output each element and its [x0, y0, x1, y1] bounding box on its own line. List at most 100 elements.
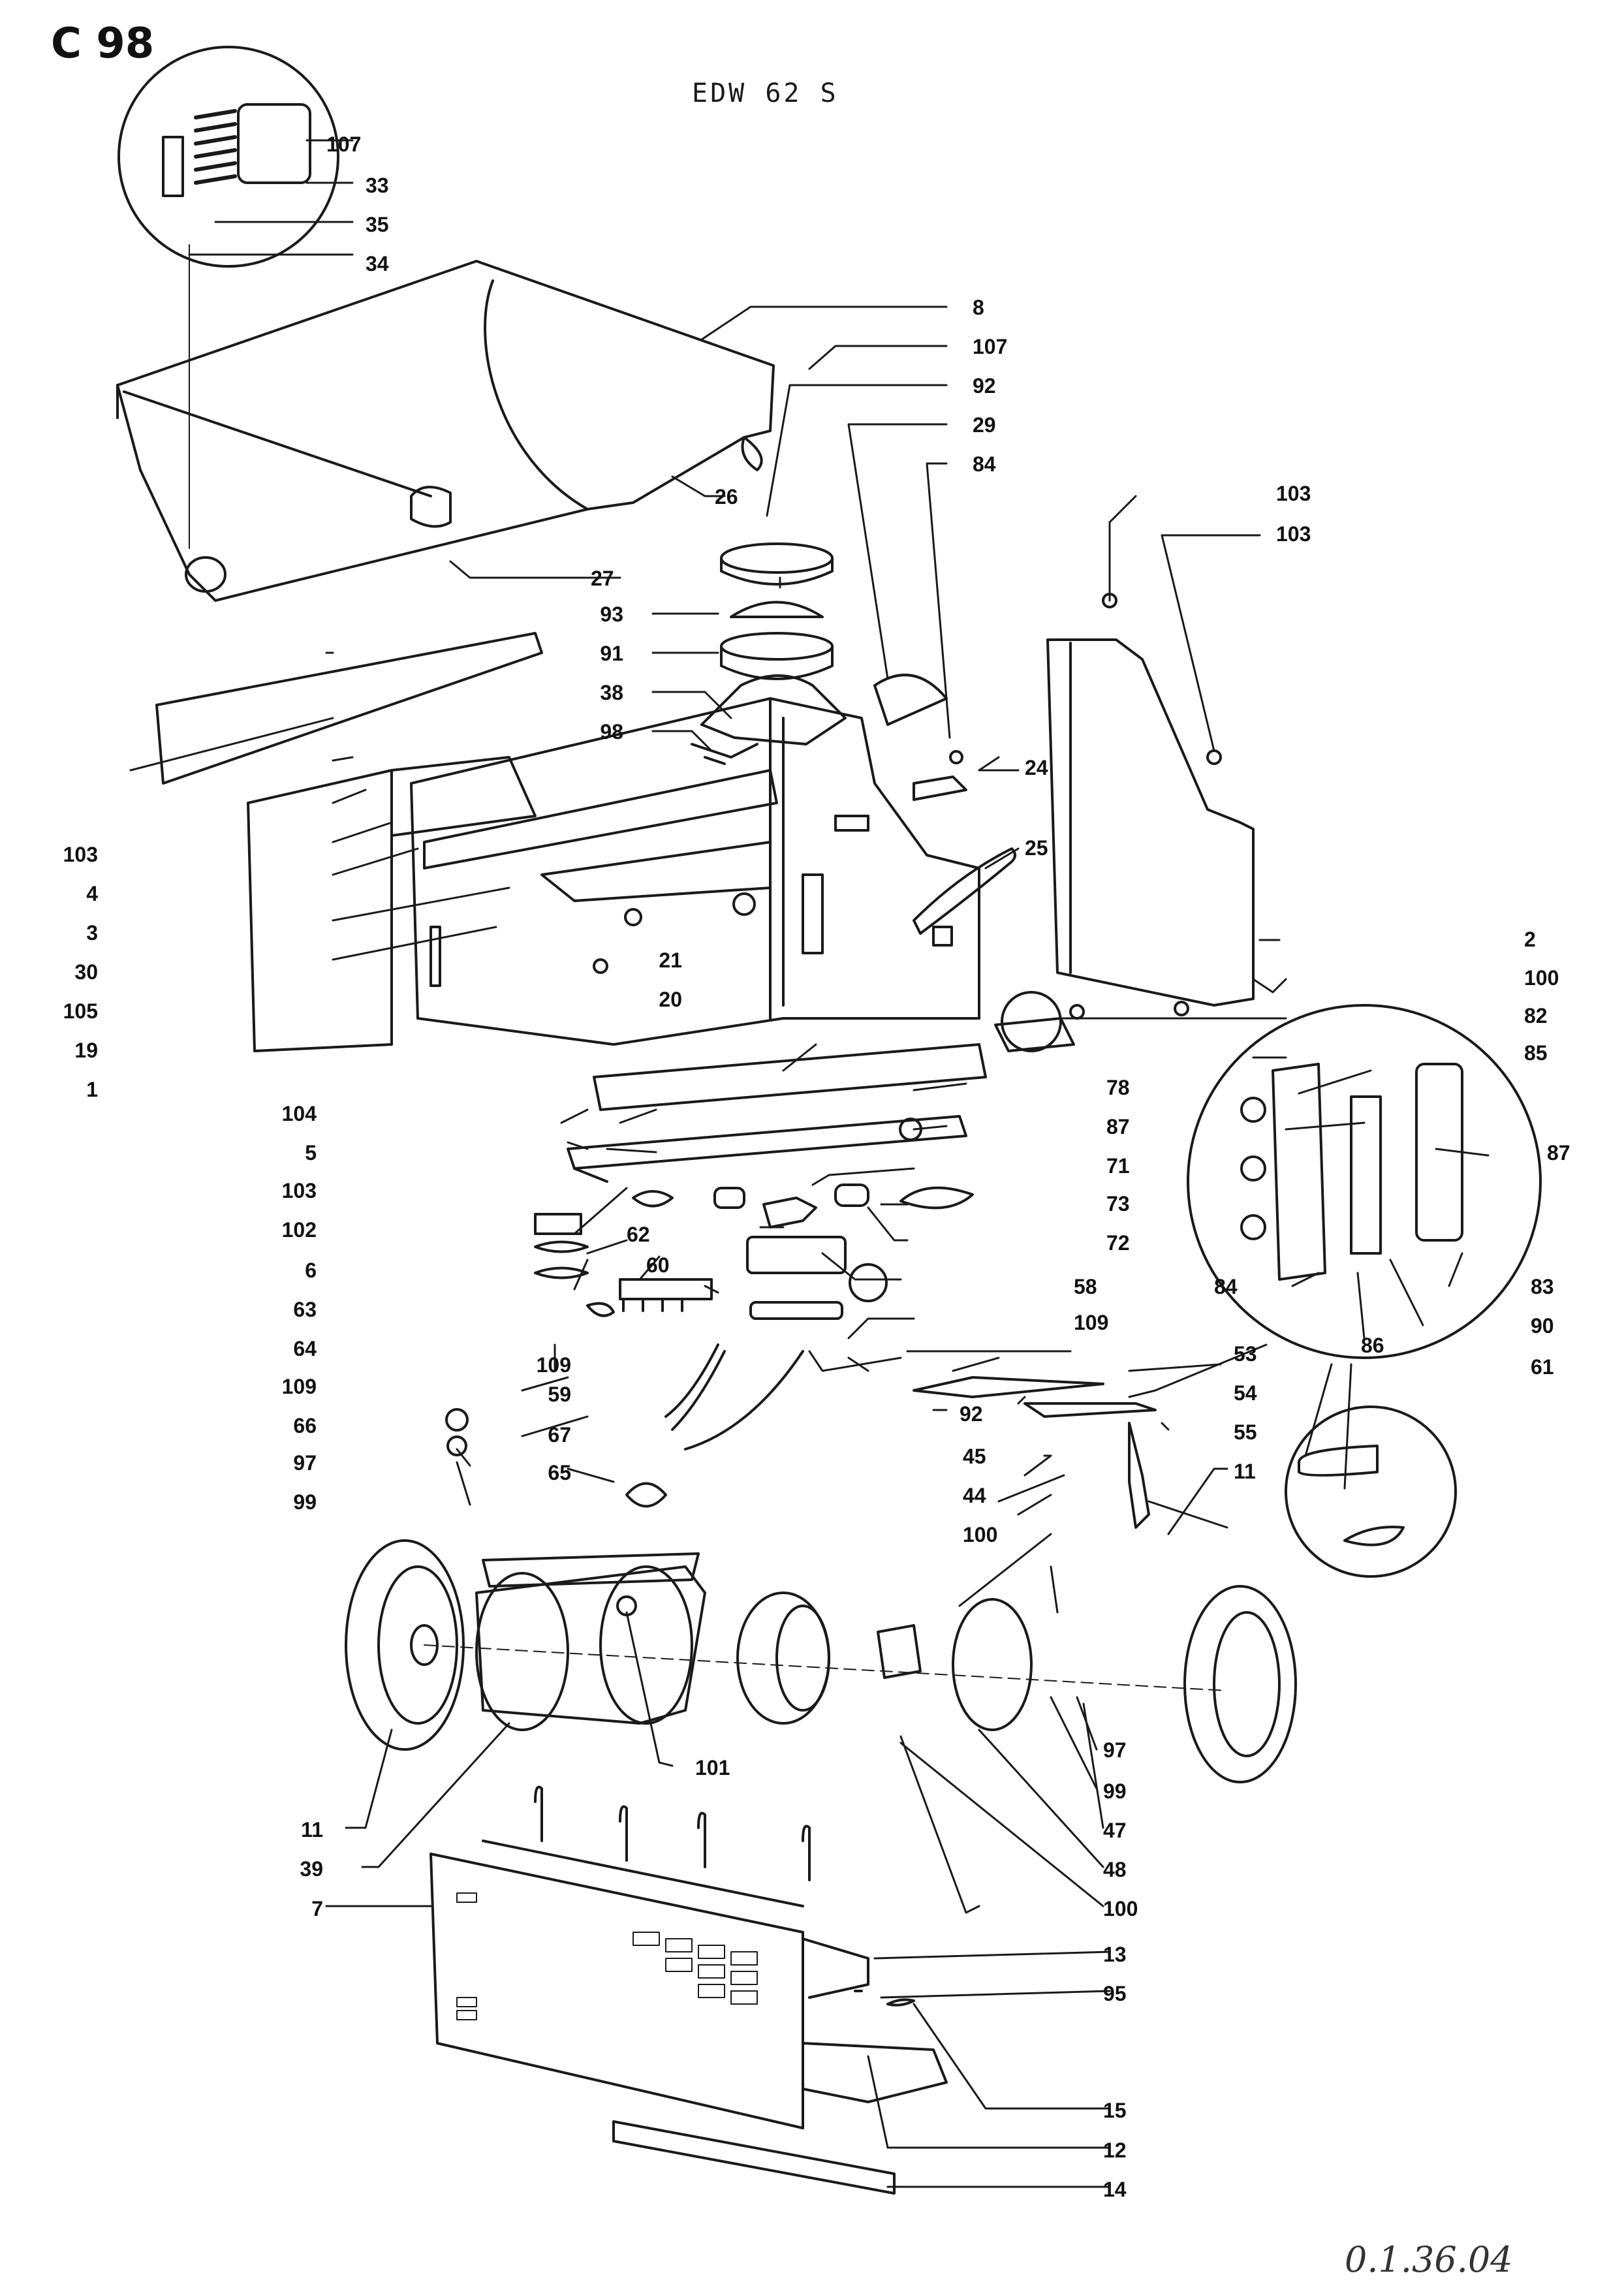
label-2: 2 — [1524, 928, 1536, 951]
label-24: 24 — [1025, 756, 1048, 779]
label-48: 48 — [1103, 1858, 1127, 1881]
footer-handwritten-note: 0.1.36.04 — [1345, 2239, 1513, 2280]
label-102: 102 — [281, 1218, 317, 1242]
lower-housing — [429, 1785, 948, 2195]
detail-circle-controls — [1187, 1004, 1542, 1359]
label-14: 14 — [1103, 2178, 1127, 2201]
label-86: 86 — [1361, 1334, 1384, 1357]
label-3: 3 — [86, 921, 98, 945]
label-90: 90 — [1531, 1314, 1554, 1338]
label-107-top: 107 — [326, 133, 362, 156]
leader-lines — [129, 139, 1490, 2188]
label-101: 101 — [695, 1756, 730, 1779]
label-60: 60 — [646, 1253, 670, 1277]
label-103-c: 103 — [281, 1179, 317, 1202]
label-73: 73 — [1106, 1192, 1130, 1215]
label-27: 27 — [591, 567, 614, 590]
corner-code: C 98 — [51, 20, 155, 68]
label-8: 8 — [973, 296, 984, 319]
label-103-left: 103 — [63, 843, 98, 866]
label-93: 93 — [600, 603, 623, 626]
label-21: 21 — [659, 948, 682, 972]
label-67: 67 — [548, 1423, 571, 1447]
side-panel-right — [1046, 593, 1255, 1020]
label-92: 92 — [960, 1402, 983, 1426]
label-84-detail: 84 — [1214, 1275, 1238, 1298]
label-39: 39 — [300, 1857, 323, 1881]
small-brackets — [873, 674, 967, 801]
label-63: 63 — [293, 1298, 317, 1321]
label-65: 65 — [548, 1461, 571, 1484]
label-83: 83 — [1531, 1275, 1554, 1298]
label-100-c: 100 — [1103, 1897, 1138, 1920]
label-15: 15 — [1103, 2099, 1127, 2122]
main-chassis — [155, 632, 1016, 1052]
label-92-top: 92 — [973, 374, 996, 398]
label-4: 4 — [86, 882, 98, 905]
label-11-right: 11 — [1234, 1460, 1256, 1483]
label-29: 29 — [973, 413, 996, 437]
label-55: 55 — [1234, 1420, 1257, 1444]
electrical-components — [445, 1183, 974, 1508]
label-62: 62 — [627, 1223, 650, 1246]
label-19: 19 — [74, 1039, 98, 1062]
label-82: 82 — [1524, 1004, 1548, 1027]
label-53: 53 — [1234, 1342, 1257, 1366]
label-13: 13 — [1103, 1943, 1127, 1966]
label-91: 91 — [600, 642, 623, 665]
label-109-a: 109 — [281, 1375, 317, 1398]
detail-circle-hinge — [117, 46, 339, 549]
label-85: 85 — [1524, 1041, 1548, 1065]
label-105: 105 — [63, 999, 98, 1023]
brackets-53-54-55 — [913, 1376, 1157, 1529]
label-1: 1 — [86, 1078, 98, 1101]
label-34: 34 — [366, 252, 389, 275]
label-87: 87 — [1106, 1115, 1130, 1138]
label-99-b: 99 — [1103, 1779, 1127, 1803]
label-95: 95 — [1103, 1982, 1127, 2005]
label-11-left: 11 — [301, 1818, 323, 1841]
blower-assembly — [345, 1539, 1297, 1783]
label-54: 54 — [1234, 1381, 1257, 1405]
label-66: 66 — [293, 1414, 317, 1437]
label-59: 59 — [548, 1383, 571, 1406]
label-78: 78 — [1106, 1076, 1130, 1099]
label-6: 6 — [305, 1259, 317, 1282]
label-72: 72 — [1106, 1231, 1130, 1255]
model-title: EDW 62 S — [692, 78, 839, 108]
label-103-a: 103 — [1276, 482, 1311, 505]
label-33: 33 — [366, 174, 389, 197]
label-87-detail: 87 — [1547, 1141, 1570, 1165]
hood-top-shell — [116, 260, 775, 602]
detail-circle-clip — [1285, 1405, 1457, 1578]
label-20: 20 — [659, 988, 682, 1011]
label-100-b: 100 — [963, 1523, 998, 1546]
label-61: 61 — [1531, 1355, 1554, 1379]
label-30: 30 — [74, 960, 98, 984]
label-98: 98 — [600, 720, 623, 744]
label-26: 26 — [715, 485, 738, 509]
label-104: 104 — [281, 1102, 317, 1125]
label-64: 64 — [293, 1337, 317, 1360]
air-outlet-parts — [691, 542, 847, 765]
label-100-a: 100 — [1524, 966, 1559, 990]
label-38: 38 — [600, 681, 623, 704]
label-97-b: 97 — [1103, 1738, 1127, 1762]
label-71: 71 — [1106, 1154, 1130, 1178]
light-strip — [567, 991, 1075, 1183]
label-47: 47 — [1103, 1819, 1127, 1842]
label-5: 5 — [305, 1141, 317, 1165]
label-58: 58 — [1074, 1275, 1097, 1298]
label-35: 35 — [366, 213, 389, 236]
label-84-top: 84 — [973, 452, 996, 476]
label-99-a: 99 — [293, 1490, 317, 1514]
label-45: 45 — [963, 1445, 986, 1468]
label-109-c: 109 — [1074, 1311, 1109, 1334]
label-25: 25 — [1025, 836, 1048, 860]
label-12: 12 — [1103, 2139, 1127, 2162]
label-109-b: 109 — [536, 1353, 571, 1377]
label-107: 107 — [973, 335, 1008, 358]
label-7: 7 — [311, 1897, 323, 1920]
label-103-b: 103 — [1276, 522, 1311, 546]
